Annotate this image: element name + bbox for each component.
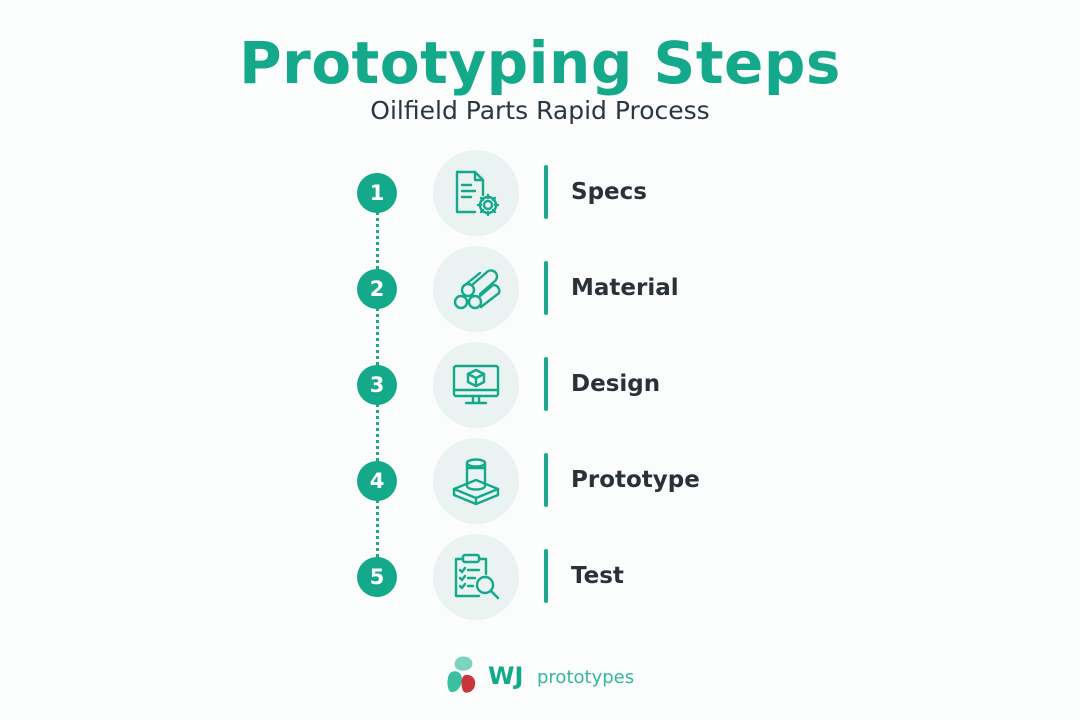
step-number: 5 [357,557,397,597]
step-divider [544,453,548,507]
step-icon-badge [433,534,519,620]
step-icon-badge [433,150,519,236]
step-icon-badge [433,438,519,524]
step-icon-badge [433,342,519,428]
cylinder-on-base-icon [452,458,500,506]
step-label: Specs [571,179,647,205]
brand-logo: WJ prototypes [446,655,646,695]
step-2: 2 Material [0,243,1080,333]
step-number: 2 [357,269,397,309]
step-label: Test [571,563,624,589]
step-3: 3 Design [0,339,1080,429]
step-label: Prototype [571,467,700,493]
step-icon-badge [433,246,519,332]
step-divider [544,165,548,219]
step-label: Material [571,275,679,301]
step-4: 4 Prototype [0,435,1080,525]
monitor-cube-icon [452,364,500,405]
step-divider [544,357,548,411]
logo-wordmark: WJ [488,662,524,690]
step-divider [544,549,548,603]
step-number: 1 [357,173,397,213]
step-label: Design [571,371,661,397]
page-subtitle: Oilfield Parts Rapid Process [370,96,710,125]
logo-mark-icon [447,656,476,693]
clipboard-magnifier-icon [454,553,500,600]
page-title: Prototyping Steps [239,29,841,97]
document-gear-icon [455,170,500,217]
step-number: 3 [357,365,397,405]
step-divider [544,261,548,315]
step-5: 5 Test [0,531,1080,621]
step-number: 4 [357,461,397,501]
stacked-bars-icon [453,269,501,310]
step-1: 1 Specs [0,147,1080,237]
logo-name: prototypes [537,667,635,688]
